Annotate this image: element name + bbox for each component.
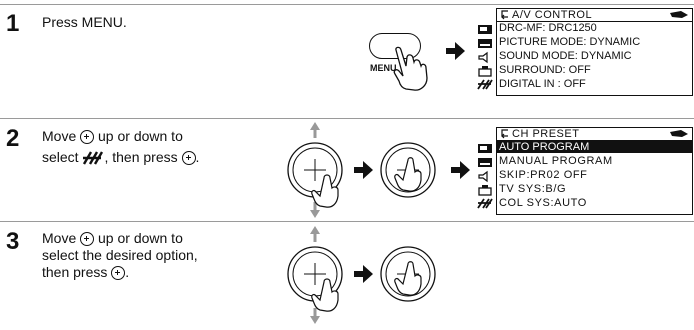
picture-icon: [477, 38, 493, 49]
ch-preset-menu: CH PRESET AUTO PROGRAM MANUAL PROGRAM SK…: [475, 127, 693, 215]
separator: [0, 118, 694, 119]
arrow-right-icon: [451, 161, 471, 179]
antenna-icon: [82, 151, 104, 165]
setup-icon: [477, 66, 493, 77]
arrow-right-icon: [446, 42, 466, 60]
step-2-number: 2: [6, 127, 19, 151]
menu-title: CH PRESET: [512, 128, 579, 140]
antenna-icon: [477, 79, 493, 90]
menu-item[interactable]: COL SYS:AUTO: [499, 197, 691, 209]
menu-item[interactable]: DRC-MF: DRC1250: [499, 22, 691, 34]
joystick-button-icon: [111, 266, 125, 280]
menu-item-selected[interactable]: AUTO PROGRAM: [497, 141, 692, 153]
picture-icon: [477, 157, 493, 168]
menu-item[interactable]: SKIP:PR02 OFF: [499, 169, 691, 181]
return-icon: [500, 129, 510, 138]
setup-icon: [477, 185, 493, 196]
joystick-icon: [280, 226, 350, 330]
antenna-icon: [477, 198, 493, 209]
joystick-button-icon: [80, 232, 94, 246]
step-3-number: 3: [6, 230, 19, 254]
step-1-number: 1: [6, 12, 19, 36]
remote-icon: [669, 129, 689, 138]
arrow-right-icon: [354, 161, 374, 179]
menu-item[interactable]: PICTURE MODE: DYNAMIC: [499, 36, 691, 48]
separator: [0, 221, 694, 222]
step-3-text: Move up or down to select the desired op…: [42, 230, 282, 281]
av-icon: [477, 143, 493, 154]
sound-icon: [477, 52, 493, 63]
av-control-menu: A/V CONTROL DRC-MF: DRC1250 PICTURE MODE…: [475, 8, 693, 96]
hand-press-icon: [392, 46, 432, 96]
step-2-text: Move up or down to select , then press .: [42, 128, 282, 166]
remote-icon: [669, 10, 689, 19]
joystick-press-icon: [378, 140, 444, 206]
step-1-text: Press MENU.: [42, 14, 127, 31]
menu-item[interactable]: TV SYS:B/G: [499, 183, 691, 195]
menu-item[interactable]: DIGITAL IN : OFF: [499, 78, 691, 90]
joystick-icon: [280, 122, 350, 218]
menu-item[interactable]: SOUND MODE: DYNAMIC: [499, 50, 691, 62]
av-icon: [477, 24, 493, 35]
menu-item[interactable]: SURROUND: OFF: [499, 64, 691, 76]
joystick-press-icon: [378, 244, 444, 310]
menu-title: A/V CONTROL: [512, 9, 592, 21]
joystick-button-icon: [80, 130, 94, 144]
menu-item[interactable]: MANUAL PROGRAM: [499, 155, 691, 167]
sound-icon: [477, 171, 493, 182]
arrow-right-icon: [354, 265, 374, 283]
return-icon: [500, 10, 510, 19]
separator: [0, 4, 694, 5]
joystick-button-icon: [182, 151, 196, 165]
